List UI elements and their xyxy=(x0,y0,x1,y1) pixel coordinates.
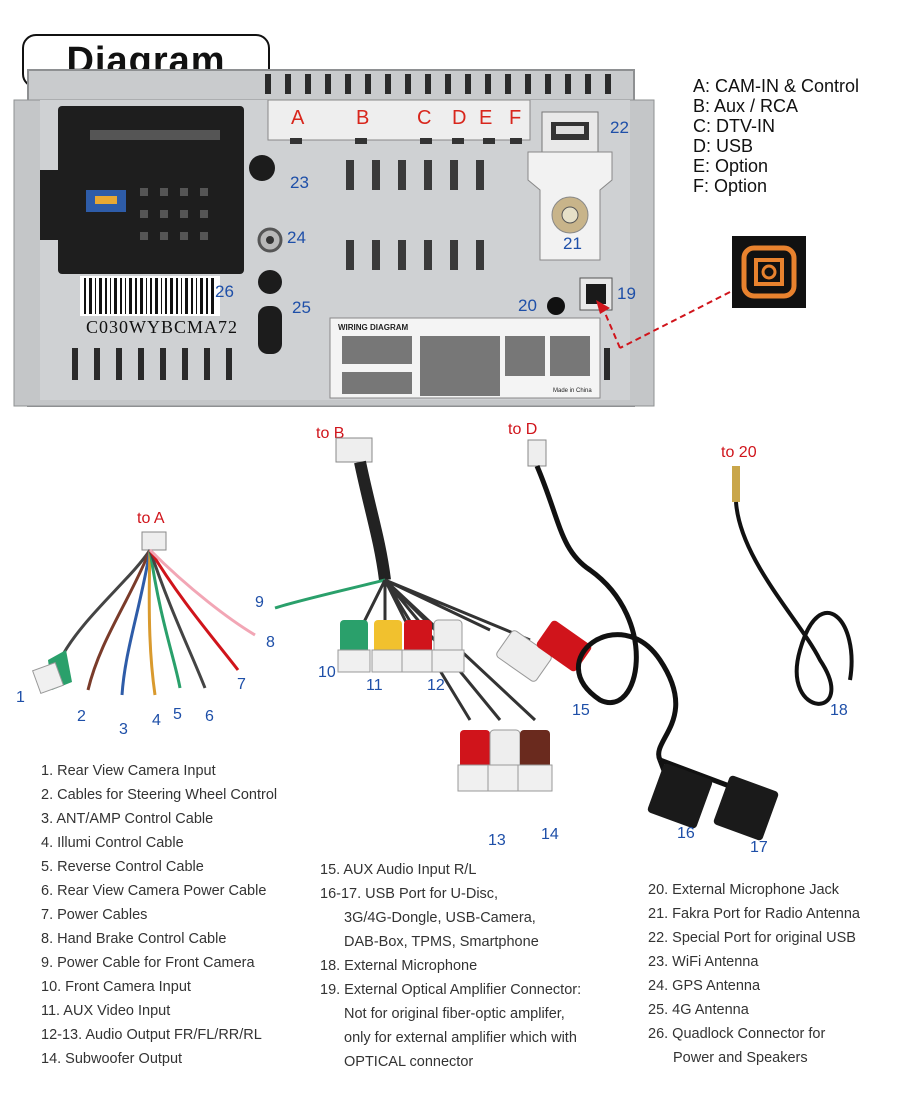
description-item: 23. WiFi Antenna xyxy=(648,950,860,974)
plug-letter-c: C xyxy=(417,107,431,130)
cable-number-16: 16 xyxy=(677,825,695,843)
description-item: 16-17. USB Port for U-Disc, xyxy=(320,882,581,906)
description-item: 2. Cables for Steering Wheel Control xyxy=(41,783,277,807)
plug-letter-a: A xyxy=(291,107,304,130)
cable-number-15: 15 xyxy=(572,702,590,720)
antenna-jack-icon xyxy=(249,155,275,181)
cable-number-8: 8 xyxy=(266,634,275,652)
cable-number-17: 17 xyxy=(750,839,768,857)
port-legend: A: CAM-IN & Control B: Aux / RCA C: DTV-… xyxy=(693,76,859,196)
description-column-1: 1. Rear View Camera Input 2. Cables for … xyxy=(41,759,277,1071)
plug-letter-e: E xyxy=(479,107,492,130)
cable-number-4: 4 xyxy=(152,712,161,730)
description-item: 7. Power Cables xyxy=(41,903,277,927)
description-item: 8. Hand Brake Control Cable xyxy=(41,927,277,951)
description-item: Power and Speakers xyxy=(648,1046,860,1070)
cable-number-9: 9 xyxy=(255,594,264,612)
legend-item-e: E: Option xyxy=(693,156,859,176)
description-item: 9. Power Cable for Front Camera xyxy=(41,951,277,975)
description-column-2: 15. AUX Audio Input R/L 16-17. USB Port … xyxy=(320,858,581,1074)
description-item: 22. Special Port for original USB xyxy=(648,926,860,950)
cable-number-6: 6 xyxy=(205,708,214,726)
port-number-22: 22 xyxy=(610,118,629,138)
cable-number-18: 18 xyxy=(830,702,848,720)
description-item: 3. ANT/AMP Control Cable xyxy=(41,807,277,831)
description-item: only for external amplifier which with xyxy=(320,1026,581,1050)
barcode-icon xyxy=(80,276,220,316)
made-in-label: Made in China xyxy=(553,388,592,394)
description-item: 20. External Microphone Jack xyxy=(648,878,860,902)
port-number-21: 21 xyxy=(563,234,582,254)
legend-item-b: B: Aux / RCA xyxy=(693,96,859,116)
wiring-diagram-label: WIRING DIAGRAM xyxy=(338,323,409,332)
description-item: 21. Fakra Port for Radio Antenna xyxy=(648,902,860,926)
cable-number-11: 11 xyxy=(366,677,383,695)
description-item: DAB-Box, TPMS, Smartphone xyxy=(320,930,581,954)
cable-number-2: 2 xyxy=(77,708,86,726)
legend-item-c: C: DTV-IN xyxy=(693,116,859,136)
legend-item-d: D: USB xyxy=(693,136,859,156)
description-item: 18. External Microphone xyxy=(320,954,581,978)
description-item: 19. External Optical Amplifier Connector… xyxy=(320,978,581,1002)
cable-number-14: 14 xyxy=(541,826,559,844)
description-item: 3G/4G-Dongle, USB-Camera, xyxy=(320,906,581,930)
description-item: 10. Front Camera Input xyxy=(41,975,277,999)
port-number-26: 26 xyxy=(215,282,234,302)
legend-item-a: A: CAM-IN & Control xyxy=(693,76,859,96)
port-number-20: 20 xyxy=(518,296,537,316)
description-item: 4. Illumi Control Cable xyxy=(41,831,277,855)
barcode-text: C030WYBCMA72 xyxy=(86,317,238,338)
optical-callout xyxy=(590,232,820,362)
description-item: 11. AUX Video Input xyxy=(41,999,277,1023)
description-item: 12-13. Audio Output FR/FL/RR/RL xyxy=(41,1023,277,1047)
port-number-23: 23 xyxy=(290,173,309,193)
description-item: Not for original fiber-optic amplifer, xyxy=(320,1002,581,1026)
plug-letter-b: B xyxy=(356,107,369,130)
description-item: 5. Reverse Control Cable xyxy=(41,855,277,879)
description-item: 26. Quadlock Connector for xyxy=(648,1022,860,1046)
cable-number-10: 10 xyxy=(318,664,336,682)
cable-number-7: 7 xyxy=(237,676,246,694)
description-item: 24. GPS Antenna xyxy=(648,974,860,998)
cable-number-12: 12 xyxy=(427,677,445,695)
description-item: OPTICAL connector xyxy=(320,1050,581,1074)
port-number-25: 25 xyxy=(292,298,311,318)
cable-number-5: 5 xyxy=(173,706,182,724)
description-column-3: 20. External Microphone Jack 21. Fakra P… xyxy=(648,878,860,1070)
plug-letter-f: F xyxy=(509,107,521,130)
plug-letter-d: D xyxy=(452,107,466,130)
description-item: 15. AUX Audio Input R/L xyxy=(320,858,581,882)
description-item: 6. Rear View Camera Power Cable xyxy=(41,879,277,903)
port-number-24: 24 xyxy=(287,228,306,248)
description-item: 1. Rear View Camera Input xyxy=(41,759,277,783)
cable-number-3: 3 xyxy=(119,721,128,739)
cable-number-1: 1 xyxy=(16,689,25,707)
legend-item-f: F: Option xyxy=(693,176,859,196)
cable-number-13: 13 xyxy=(488,832,506,850)
description-item: 14. Subwoofer Output xyxy=(41,1047,277,1071)
description-item: 25. 4G Antenna xyxy=(648,998,860,1022)
